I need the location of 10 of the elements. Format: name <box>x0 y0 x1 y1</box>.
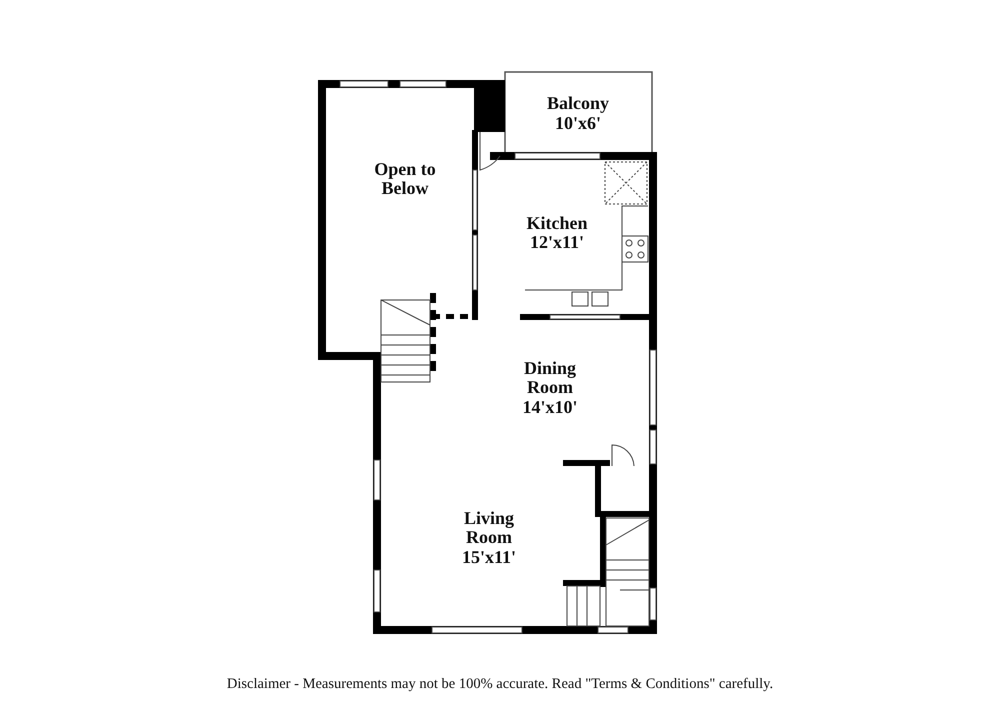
room-label: Kitchen <box>526 214 588 233</box>
room-dimension: 14'x10' <box>521 398 578 417</box>
room-label: Living Room <box>462 509 516 547</box>
disclaimer-text: Disclaimer - Measurements may not be 100% accurate. Read "Terms & Conditions" carefully. <box>226 676 774 693</box>
room-dimension: 10'x6' <box>554 114 602 133</box>
room-label: Balcony <box>546 94 610 113</box>
room-label: Open to Below <box>373 160 437 198</box>
room-dimension: 12'x11' <box>528 233 585 252</box>
room-dimension: 15'x11' <box>460 548 517 567</box>
room-label: Dining Room <box>522 359 578 397</box>
